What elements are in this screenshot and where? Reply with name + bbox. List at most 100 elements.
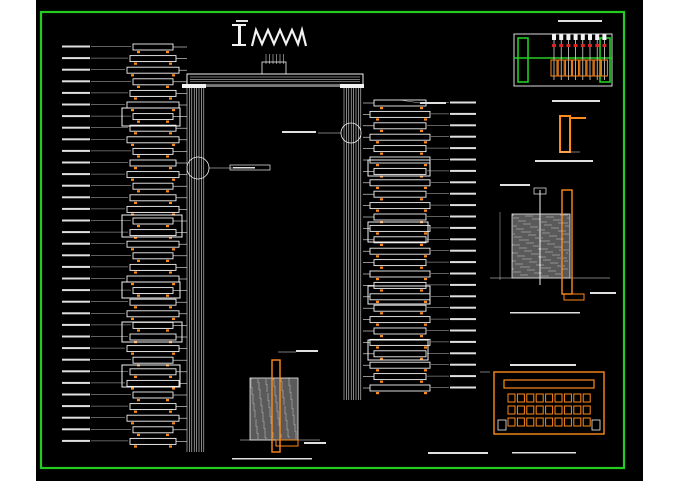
terminal-head xyxy=(552,34,556,40)
concrete-aggregate xyxy=(262,416,264,418)
concrete-aggregate xyxy=(558,230,560,232)
terminal-marker xyxy=(137,329,140,332)
concrete-aggregate xyxy=(281,389,283,391)
concrete-aggregate xyxy=(563,241,565,243)
concrete-aggregate xyxy=(558,222,560,224)
panel-caption xyxy=(512,452,576,454)
terminal-marker xyxy=(166,294,169,297)
concrete-aggregate xyxy=(553,243,555,245)
concrete-aggregate xyxy=(288,378,290,380)
concrete-aggregate xyxy=(528,266,530,268)
terminal-marker xyxy=(424,118,427,121)
concrete-aggregate xyxy=(252,396,254,398)
switchboard-outline xyxy=(367,221,429,243)
terminal-marker xyxy=(131,248,134,251)
concrete-aggregate xyxy=(283,401,285,403)
floor-label-text xyxy=(450,386,476,389)
panel-breaker xyxy=(573,393,582,403)
concrete-aggregate xyxy=(521,263,523,265)
floor-label-text xyxy=(62,184,90,187)
terminal-marker xyxy=(376,278,379,281)
concrete-aggregate xyxy=(528,258,530,260)
concrete-aggregate xyxy=(542,248,544,250)
concrete-aggregate xyxy=(250,382,252,384)
concrete-aggregate xyxy=(251,387,253,389)
earthing-pipe-bend xyxy=(275,439,299,447)
concrete-aggregate xyxy=(551,251,553,253)
concrete-aggregate xyxy=(512,252,514,254)
concrete-aggregate xyxy=(258,388,260,390)
distribution-panel-detail xyxy=(428,364,605,454)
floor-label-text xyxy=(450,169,476,172)
terminal-marker xyxy=(380,357,383,360)
floor-label-text xyxy=(62,335,90,338)
terminal-marker xyxy=(134,201,137,204)
concrete-aggregate xyxy=(280,436,282,438)
terminal-marker xyxy=(169,62,172,65)
concrete-aggregate xyxy=(268,400,270,402)
terminal-marker xyxy=(424,209,427,212)
concrete-aggregate xyxy=(529,261,531,263)
floor-label-text xyxy=(450,283,476,286)
terminal-marker xyxy=(131,283,134,286)
terminal-marker xyxy=(424,141,427,144)
concrete-aggregate xyxy=(534,272,536,274)
concrete-aggregate xyxy=(537,229,539,231)
terminal-marker xyxy=(380,312,383,315)
floor-label-text xyxy=(62,219,90,222)
pit-caption xyxy=(500,184,530,186)
concrete-aggregate xyxy=(522,258,524,260)
concrete-aggregate xyxy=(526,258,528,260)
terminal-marker xyxy=(376,392,379,395)
concrete-aggregate xyxy=(254,410,256,412)
terminal-marker xyxy=(137,259,140,262)
concrete-aggregate xyxy=(287,431,289,433)
terminal-body xyxy=(593,59,601,77)
floor-label-text xyxy=(62,254,90,257)
concrete-aggregate xyxy=(530,234,532,236)
terminal-head xyxy=(580,34,585,40)
panel-breaker xyxy=(507,405,516,415)
terminal-marker xyxy=(424,186,427,189)
concrete-aggregate xyxy=(291,401,293,403)
concrete-aggregate xyxy=(291,407,293,409)
right-riser-diagram xyxy=(282,88,476,400)
concrete-aggregate xyxy=(523,231,525,233)
terminal-fuse xyxy=(588,44,592,47)
concrete-aggregate xyxy=(256,430,258,432)
concrete-aggregate xyxy=(290,394,292,396)
switchboard-outline xyxy=(367,285,431,305)
terminal-marker xyxy=(376,346,379,349)
concrete-aggregate xyxy=(548,270,550,272)
concrete-aggregate xyxy=(562,238,564,240)
concrete-aggregate xyxy=(291,403,293,405)
terminal-head xyxy=(559,34,564,40)
concrete-aggregate xyxy=(251,391,253,393)
concrete-aggregate xyxy=(295,431,297,433)
concrete-aggregate xyxy=(514,260,516,262)
concrete-aggregate xyxy=(540,264,542,266)
terminal-marker xyxy=(380,335,383,338)
terminal-marker xyxy=(172,143,175,146)
concrete-aggregate xyxy=(540,240,542,242)
concrete-aggregate xyxy=(268,402,270,404)
concrete-aggregate xyxy=(253,403,255,405)
concrete-aggregate xyxy=(252,394,254,396)
concrete-aggregate xyxy=(558,246,560,248)
terminal-body xyxy=(579,59,587,77)
concrete-aggregate xyxy=(275,397,277,399)
concrete-aggregate xyxy=(256,428,258,430)
concrete-aggregate xyxy=(289,389,291,391)
terminal-marker xyxy=(131,143,134,146)
concrete-aggregate xyxy=(547,267,549,269)
concrete-aggregate xyxy=(563,265,565,267)
terminal-marker xyxy=(376,300,379,303)
concrete-aggregate xyxy=(256,432,258,434)
terminal-marker xyxy=(166,225,169,228)
concrete-aggregate xyxy=(558,254,560,256)
terminal-marker xyxy=(420,357,423,360)
concrete-aggregate xyxy=(292,414,294,416)
concrete-aggregate xyxy=(274,390,276,392)
concrete-aggregate xyxy=(528,250,530,252)
concrete-aggregate xyxy=(250,384,252,386)
